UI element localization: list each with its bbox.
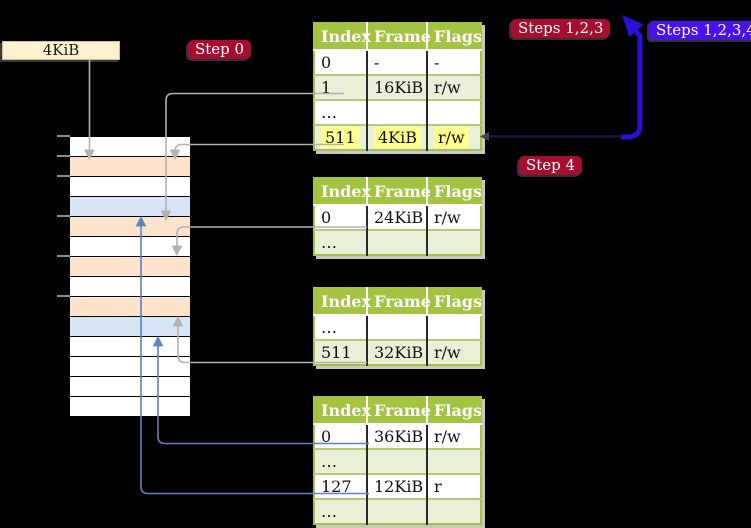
table-cell: [367, 229, 428, 255]
address-tick: [57, 175, 70, 177]
table-cell: 511: [314, 124, 368, 150]
badge-step-4: Step 4: [519, 156, 583, 175]
table-cell: …: [314, 99, 368, 125]
table-cell: 36KiB: [367, 423, 428, 449]
address-tick: [57, 295, 70, 297]
highlighted-value: r/w: [434, 127, 469, 148]
table-cell: …: [314, 498, 368, 524]
recursive-arrow: [621, 26, 643, 140]
table-cell: …: [314, 229, 368, 255]
column-header: Frame: [367, 397, 431, 424]
memory-frame-free: [70, 177, 190, 197]
memory-frame-page: [70, 317, 190, 337]
memory-frame-free: [70, 237, 190, 257]
table-cell: [427, 229, 481, 255]
column-header: Index: [314, 23, 371, 50]
badge-steps-1-2-3-4: Steps 1,2,3,4: [649, 21, 751, 40]
table-cell: 511: [314, 339, 368, 365]
table-cell: 32KiB: [367, 339, 428, 365]
table-cell: [427, 498, 481, 524]
frame-size-label: 4KiB: [2, 41, 120, 60]
address-tick: [57, 155, 70, 157]
table-cell: [427, 448, 481, 474]
badge-step-0: Step 0: [188, 40, 252, 59]
table-cell: 0: [314, 423, 368, 449]
table-cell: 16KiB: [367, 74, 428, 100]
table-row: …: [314, 498, 481, 524]
table-row: …: [314, 448, 481, 474]
table-row: …: [314, 314, 481, 340]
table-cell: 0: [314, 204, 368, 230]
column-header: Flags: [427, 397, 482, 424]
physical-memory-strip: [70, 137, 190, 417]
table-cell: -: [367, 49, 428, 75]
memory-frame-free: [70, 137, 190, 157]
memory-frame-free: [70, 377, 190, 397]
table-cell: 24KiB: [367, 204, 428, 230]
column-header: Flags: [427, 23, 482, 50]
recursive-arrowhead-up: [622, 15, 644, 37]
column-header: Index: [314, 288, 371, 315]
memory-frame-table: [70, 157, 190, 177]
memory-frame-table: [70, 217, 190, 237]
table-cell: 12KiB: [367, 473, 428, 499]
table-cell: [367, 498, 428, 524]
table-cell: r/w: [427, 339, 481, 365]
memory-frame-free: [70, 337, 190, 357]
column-header: Frame: [367, 178, 431, 205]
table-cell: [427, 314, 481, 340]
table-cell: …: [314, 448, 368, 474]
table-cell: r/w: [427, 124, 481, 150]
table-cell: [367, 448, 428, 474]
memory-frame-free: [70, 357, 190, 377]
memory-frame-free: [70, 397, 190, 417]
column-header: Frame: [367, 23, 431, 50]
table-cell: [427, 99, 481, 125]
column-header: Index: [314, 178, 371, 205]
highlighted-value: 511: [321, 127, 360, 148]
table-cell: 127: [314, 473, 368, 499]
table-row: 0--: [314, 49, 481, 75]
address-tick: [57, 255, 70, 257]
table-cell: 4KiB: [367, 124, 428, 150]
column-header: Flags: [427, 178, 482, 205]
column-header: Flags: [427, 288, 482, 315]
address-tick: [57, 135, 70, 137]
badge-steps-1-2-3: Steps 1,2,3: [511, 19, 611, 38]
memory-frame-table: [70, 257, 190, 277]
address-tick: [57, 215, 70, 217]
column-header: Frame: [367, 288, 431, 315]
table-cell: [367, 314, 428, 340]
table-row: …: [314, 99, 481, 125]
table-cell: 0: [314, 49, 368, 75]
memory-frame-free: [70, 277, 190, 297]
table-cell: 1: [314, 74, 368, 100]
memory-frame-page: [70, 197, 190, 217]
table-cell: r/w: [427, 74, 481, 100]
table-cell: [367, 99, 428, 125]
table-row: 511 4KiB r/w: [314, 124, 481, 150]
table-cell: r: [427, 473, 481, 499]
table-cell: …: [314, 314, 368, 340]
memory-frame-table: [70, 297, 190, 317]
table-cell: r/w: [427, 204, 481, 230]
highlighted-value: 4KiB: [374, 127, 422, 148]
table-row: …: [314, 229, 481, 255]
column-header: Index: [314, 397, 371, 424]
table-cell: r/w: [427, 423, 481, 449]
table-cell: -: [427, 49, 481, 75]
